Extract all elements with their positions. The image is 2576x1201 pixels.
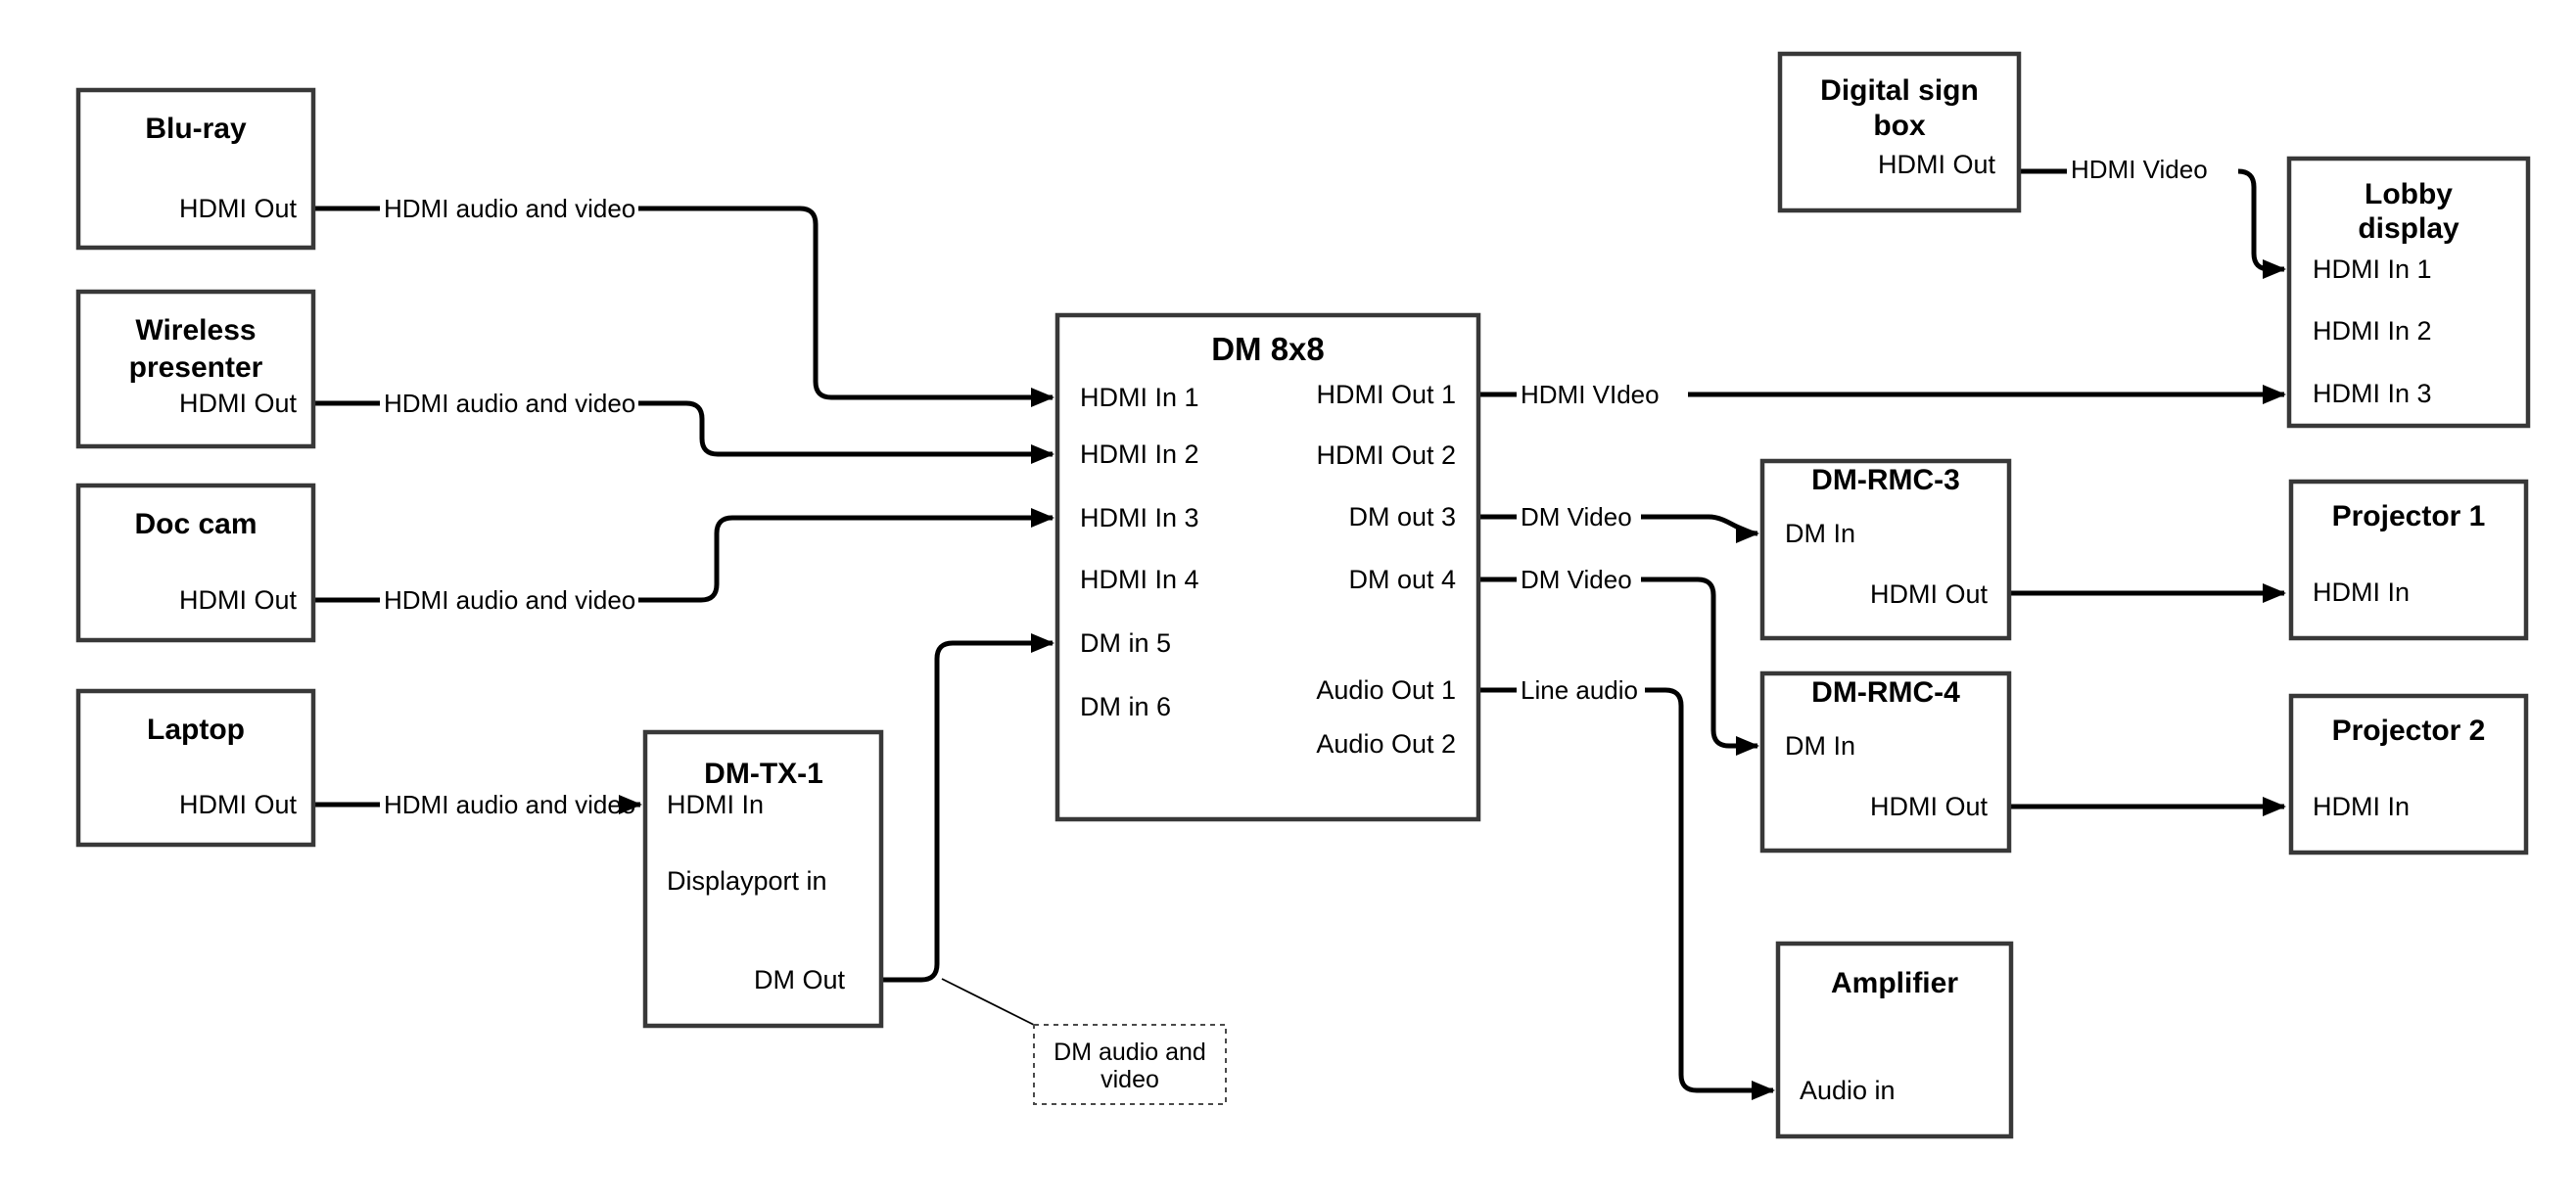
node-dm-tx-1-box[interactable] (642, 729, 884, 1029)
node-wireless-presenter-box[interactable] (75, 289, 316, 449)
node-wireless-title-line2: presenter (129, 351, 263, 384)
port-dm8x8-hdmi-out-1: HDMI Out 1 (1316, 380, 1456, 409)
edge-bluray-to-dm8x8 (313, 206, 1053, 397)
port-lobby-hdmi-in-2: HDMI In 2 (2313, 316, 2432, 346)
edge-label-line-audio: Line audio (1521, 675, 1638, 705)
port-dm8x8-dm-out-4: DM out 4 (1348, 565, 1456, 594)
edge-labels: HDMI audio and video HDMI audio and vide… (384, 155, 2208, 819)
node-dm-tx-1-title: DM-TX-1 (704, 758, 823, 790)
edge-label-laptop: HDMI audio and video (384, 790, 635, 819)
node-projector-2[interactable]: Projector 2 HDMI In (2288, 693, 2529, 855)
node-dm-tx-1[interactable]: DM-TX-1 HDMI In Displayport in DM Out (642, 729, 884, 1029)
port-dm8x8-dm-in-6: DM in 6 (1080, 692, 1171, 721)
node-dm-8x8-box[interactable] (1054, 312, 1481, 822)
note-callout-line (941, 978, 1035, 1026)
note-dm-audio-and-video: DM audio and video (1033, 1024, 1227, 1105)
node-dm-rmc-4-box[interactable] (1759, 670, 2012, 854)
note-text-line2: video (1101, 1066, 1159, 1093)
node-lobby-display-box[interactable] (2286, 156, 2531, 429)
note-box (1033, 1024, 1227, 1105)
port-dmtx1-hdmi-in: HDMI In (667, 790, 764, 819)
note-text-line1: DM audio and (1054, 1039, 1206, 1066)
node-projector-1-box[interactable] (2288, 479, 2529, 641)
edge-dmtx1-to-dm8x8 (881, 633, 1054, 983)
node-digital-sign-title-line1: Digital sign (1820, 74, 1979, 107)
port-dmtx1-dm-out: DM Out (754, 965, 846, 994)
edge-label-wireless: HDMI audio and video (384, 389, 635, 418)
node-doc-cam-box[interactable] (75, 483, 316, 643)
edge-wireless-to-dm8x8 (313, 400, 1053, 454)
port-dm8x8-audio-out-2: Audio Out 2 (1316, 729, 1456, 759)
port-rmc3-dm-in: DM In (1785, 519, 1855, 548)
port-rmc3-hdmi-out: HDMI Out (1870, 579, 1989, 609)
port-dm8x8-dm-in-5: DM in 5 (1080, 628, 1171, 658)
edge-label-hdmi-video-sign: HDMI Video (2071, 155, 2208, 184)
node-wireless-title-line1: Wireless (135, 314, 256, 346)
port-amplifier-audio-in: Audio in (1800, 1076, 1896, 1105)
port-rmc4-hdmi-out: HDMI Out (1870, 792, 1989, 821)
node-amplifier-title: Amplifier (1831, 967, 1958, 999)
node-laptop-title: Laptop (147, 714, 245, 746)
node-dm-rmc-4[interactable]: DM-RMC-4 DM In HDMI Out (1759, 670, 2012, 854)
node-dm-rmc-3-box[interactable] (1759, 458, 2012, 641)
port-projector1-hdmi-in: HDMI In (2313, 577, 2410, 607)
node-blu-ray-title: Blu-ray (145, 113, 247, 145)
edge-label-hdmi-video-out1: HDMI VIdeo (1521, 380, 1660, 409)
node-blu-ray-box[interactable] (75, 87, 316, 251)
node-blu-ray[interactable]: Blu-ray HDMI Out (75, 87, 316, 251)
edge-dm8x8-out4-to-rmc4 (1478, 577, 1757, 746)
port-dm8x8-dm-out-3: DM out 3 (1348, 502, 1456, 531)
port-dm8x8-hdmi-in-3: HDMI In 3 (1080, 503, 1199, 532)
port-wireless-hdmi-out: HDMI Out (179, 389, 298, 418)
port-dmtx1-displayport-in: Displayport in (667, 866, 827, 896)
edge-label-doccam: HDMI audio and video (384, 585, 635, 615)
node-wireless-presenter[interactable]: Wireless presenter HDMI Out (75, 289, 316, 449)
port-laptop-hdmi-out: HDMI Out (179, 790, 298, 819)
edge-dm8x8-audioout1-to-amplifier (1478, 687, 1773, 1090)
node-lobby-title-line1: Lobby (2365, 178, 2453, 210)
node-projector-2-title: Projector 2 (2332, 715, 2486, 747)
node-projector-1[interactable]: Projector 1 HDMI In (2288, 479, 2529, 641)
port-lobby-hdmi-in-3: HDMI In 3 (2313, 379, 2432, 408)
node-amplifier[interactable]: Amplifier Audio in (1775, 941, 2014, 1139)
port-dm8x8-hdmi-in-4: HDMI In 4 (1080, 565, 1199, 594)
port-projector2-hdmi-in: HDMI In (2313, 792, 2410, 821)
node-amplifier-box[interactable] (1775, 941, 2014, 1139)
port-rmc4-dm-in: DM In (1785, 731, 1855, 761)
node-dm-8x8-title: DM 8x8 (1211, 331, 1325, 367)
node-lobby-display[interactable]: Lobby display HDMI In 1 HDMI In 2 HDMI I… (2286, 156, 2531, 429)
node-digital-sign-title-line2: box (1873, 110, 1926, 142)
edges (313, 168, 2284, 1090)
port-dm8x8-hdmi-in-2: HDMI In 2 (1080, 439, 1199, 469)
node-laptop[interactable]: Laptop HDMI Out (75, 688, 316, 848)
node-dm-rmc-3[interactable]: DM-RMC-3 DM In HDMI Out (1759, 458, 2012, 641)
port-dm8x8-audio-out-1: Audio Out 1 (1316, 675, 1456, 705)
edge-sign-to-lobby (2019, 168, 2284, 269)
edge-dm8x8-out3-to-rmc3 (1478, 517, 1757, 533)
port-dm8x8-hdmi-out-2: HDMI Out 2 (1316, 440, 1456, 470)
node-doc-cam-title: Doc cam (134, 508, 257, 540)
port-lobby-hdmi-in-1: HDMI In 1 (2313, 254, 2432, 284)
node-lobby-title-line2: display (2358, 212, 2459, 245)
edge-label-dm-video-out3: DM Video (1521, 502, 1632, 531)
port-doccam-hdmi-out: HDMI Out (179, 585, 298, 615)
node-projector-1-title: Projector 1 (2332, 500, 2486, 532)
node-laptop-box[interactable] (75, 688, 316, 848)
edge-label-dm-video-out4: DM Video (1521, 565, 1632, 594)
port-dm8x8-hdmi-in-1: HDMI In 1 (1080, 383, 1199, 412)
node-dm-8x8[interactable]: DM 8x8 HDMI In 1 HDMI In 2 HDMI In 3 HDM… (1054, 312, 1481, 822)
node-digital-sign-box[interactable]: Digital sign box HDMI Out (1777, 51, 2022, 213)
node-projector-2-box[interactable] (2288, 693, 2529, 855)
port-bluray-hdmi-out: HDMI Out (179, 194, 298, 223)
edge-doccam-to-dm8x8 (313, 518, 1053, 603)
node-dm-rmc-4-title: DM-RMC-4 (1811, 676, 1960, 709)
port-sign-hdmi-out: HDMI Out (1878, 150, 1996, 179)
node-doc-cam[interactable]: Doc cam HDMI Out (75, 483, 316, 643)
edge-label-bluray: HDMI audio and video (384, 194, 635, 223)
node-dm-rmc-3-title: DM-RMC-3 (1811, 464, 1960, 496)
node-digital-sign-box-box[interactable] (1777, 51, 2022, 213)
